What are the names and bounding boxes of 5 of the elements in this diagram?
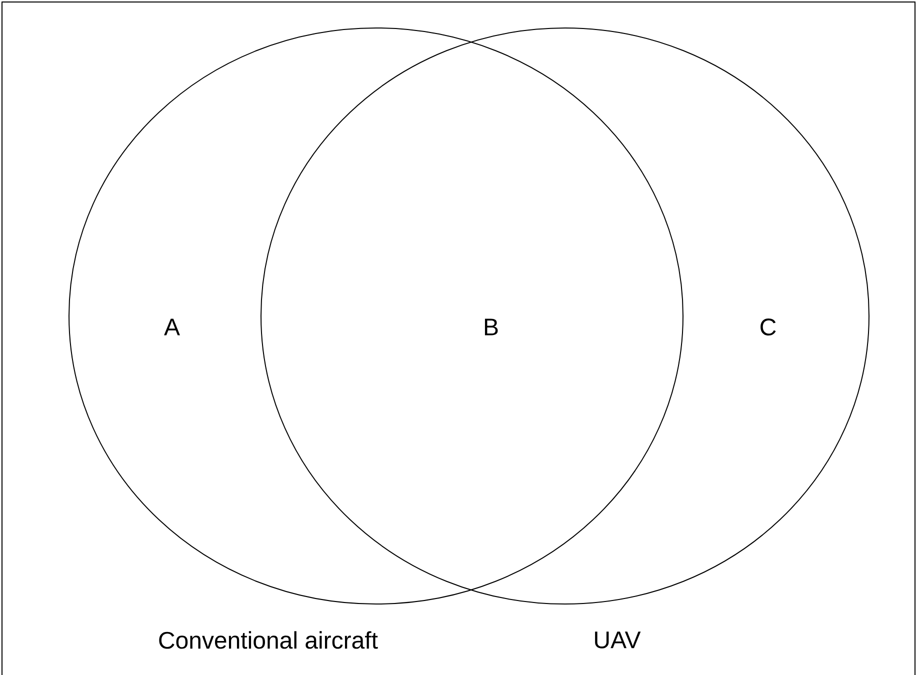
region-label: A — [164, 318, 180, 336]
region-label: B — [484, 318, 498, 336]
region-label: C — [760, 318, 776, 336]
set-label: UAV — [595, 632, 641, 648]
set-label: Conventional aircraft — [159, 631, 378, 649]
